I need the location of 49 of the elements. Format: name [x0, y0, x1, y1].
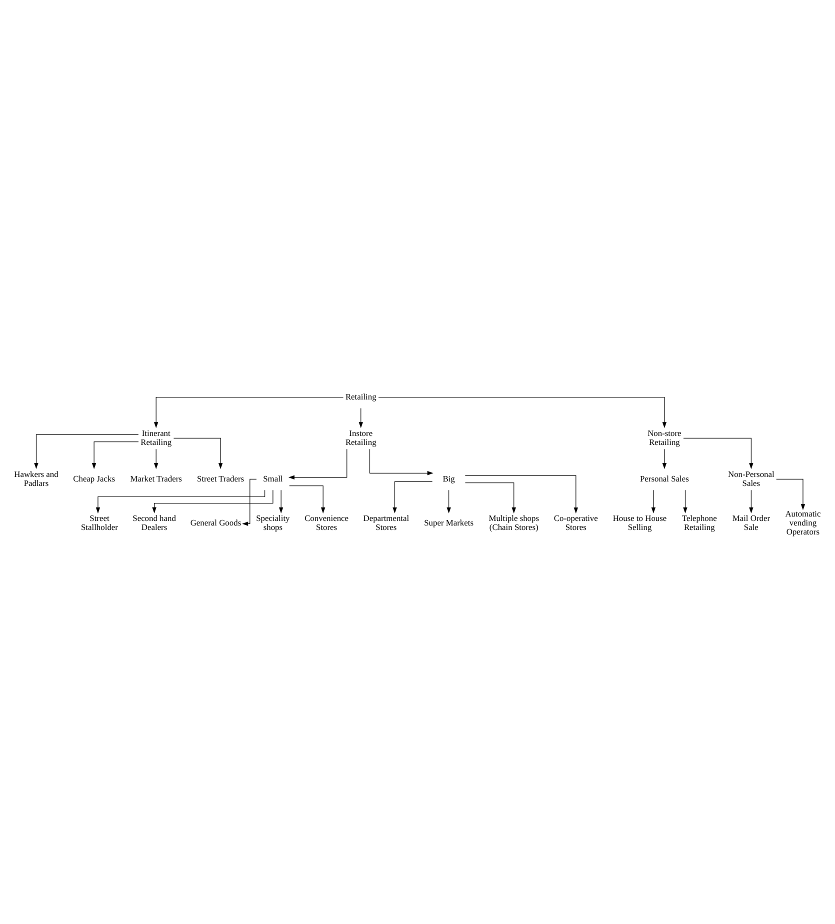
arrow [392, 481, 433, 514]
node-text: Departmental Stores [363, 513, 410, 532]
arrow [154, 448, 158, 470]
node-text: Street Traders [197, 473, 244, 484]
node-text: Personal Sales [640, 473, 689, 484]
node-text: Speciality shops [256, 513, 290, 532]
arrow [358, 408, 363, 428]
node-text: Mail Order Sale [732, 513, 770, 532]
node-text: Automatic vending Operators [785, 508, 821, 537]
node-text: Hawkers and Padlars [14, 468, 58, 488]
arrow [378, 396, 667, 428]
node-text: Non-Personal Sales [728, 468, 774, 488]
arrow [464, 482, 516, 514]
arrow [34, 434, 139, 470]
node-text: House to House Selling [612, 513, 667, 532]
node-text: Second hand Dealers [132, 513, 176, 532]
arrow [242, 478, 257, 526]
arrow [92, 442, 139, 470]
arrow [96, 490, 266, 514]
arrow [464, 475, 578, 514]
arrow [369, 448, 434, 476]
arrow [288, 448, 348, 480]
arrow [683, 438, 754, 470]
node-text: Retailing [345, 391, 376, 402]
node-text: Non-store Retailing [648, 428, 682, 447]
node-text: Multiple shops (Chain Stores) [488, 513, 540, 532]
node-text: Market Traders [130, 473, 182, 484]
arrow [289, 486, 326, 514]
node-text: Telephone Retailing [682, 513, 717, 532]
node-text: Street Stallholder [80, 513, 118, 532]
node-text: Co-operative Stores [554, 513, 598, 532]
node-text: Instore Retailing [345, 428, 376, 447]
arrow [152, 490, 274, 514]
arrow [651, 490, 656, 514]
node-text: Convenience Stores [304, 513, 349, 532]
node-text: Small [263, 473, 283, 484]
arrow [749, 490, 754, 514]
arrow [446, 490, 451, 514]
arrow [154, 396, 344, 428]
node-text: Super Markets [424, 518, 474, 528]
arrow [173, 438, 223, 470]
node-text: Itinerant Retailing [140, 428, 172, 447]
arrow [776, 478, 806, 510]
arrow [683, 490, 688, 514]
node-text: General Goods [190, 518, 242, 528]
node-text: Cheap Jacks [73, 473, 115, 484]
arrow [662, 448, 667, 470]
arrow [278, 490, 284, 514]
node-text: Big [442, 473, 455, 484]
